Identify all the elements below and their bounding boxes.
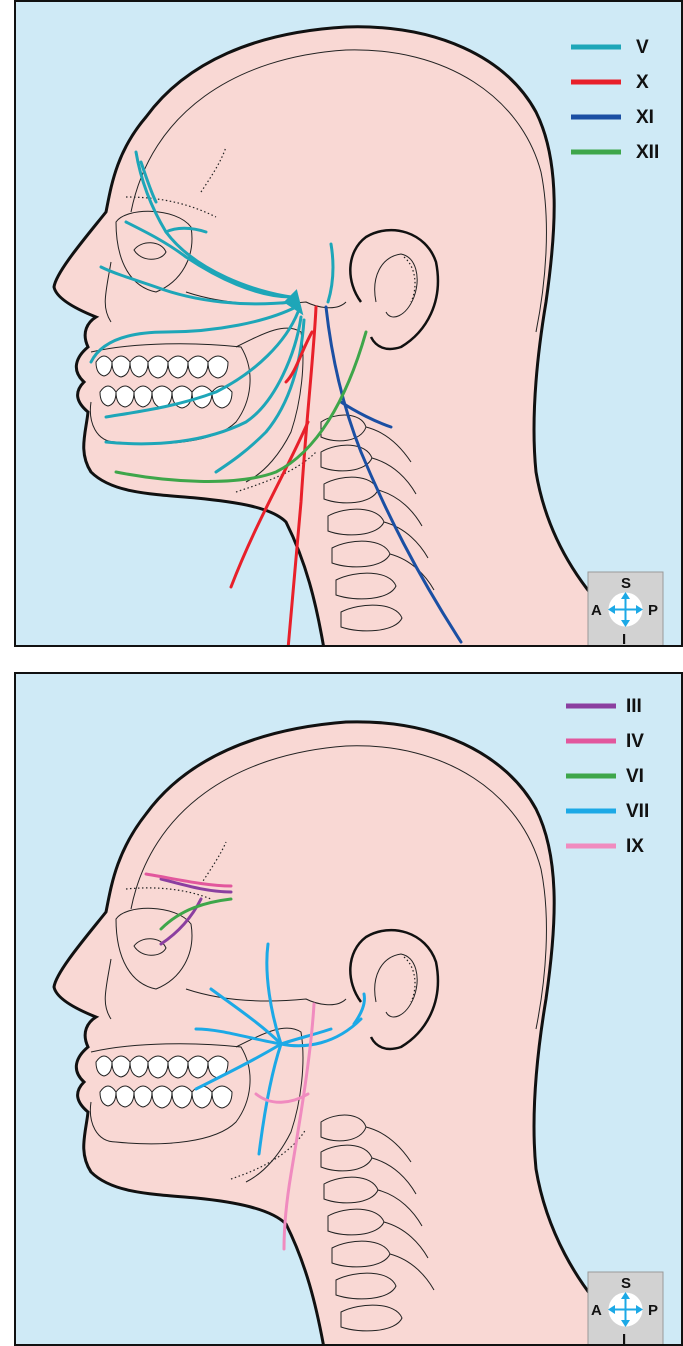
compass-label-inferior: I [622, 1331, 626, 1346]
head-illustration-bottom: III IV VI VII IX S I A P [16, 674, 683, 1346]
legend-label-iii: III [626, 696, 642, 717]
head-illustration-top: V X XI XII S I A P [16, 2, 683, 647]
compass-label-inferior: I [622, 631, 626, 647]
compass-label-posterior: P [648, 602, 658, 619]
legend-label-x: X [636, 72, 649, 93]
legend-top: V X XI XII [571, 37, 659, 163]
legend-label-xii: XII [636, 142, 659, 163]
legend-label-vi: VI [626, 766, 644, 787]
compass-label-anterior: A [591, 1302, 602, 1319]
compass-label-anterior: A [591, 602, 602, 619]
legend-label-v: V [636, 37, 649, 58]
orientation-compass-top: S I A P [588, 572, 663, 647]
bottom-diagram-panel: III IV VI VII IX S I A P [14, 672, 683, 1346]
legend-label-iv: IV [626, 731, 644, 752]
compass-label-posterior: P [648, 1302, 658, 1319]
top-diagram-panel: V X XI XII S I A P [14, 0, 683, 647]
legend-label-vii: VII [626, 801, 649, 822]
legend-label-ix: IX [626, 836, 644, 857]
legend-label-xi: XI [636, 107, 654, 128]
legend-bottom: III IV VI VII IX [566, 696, 649, 857]
compass-label-superior: S [621, 575, 631, 592]
orientation-compass-bottom: S I A P [588, 1272, 663, 1346]
compass-label-superior: S [621, 1275, 631, 1292]
